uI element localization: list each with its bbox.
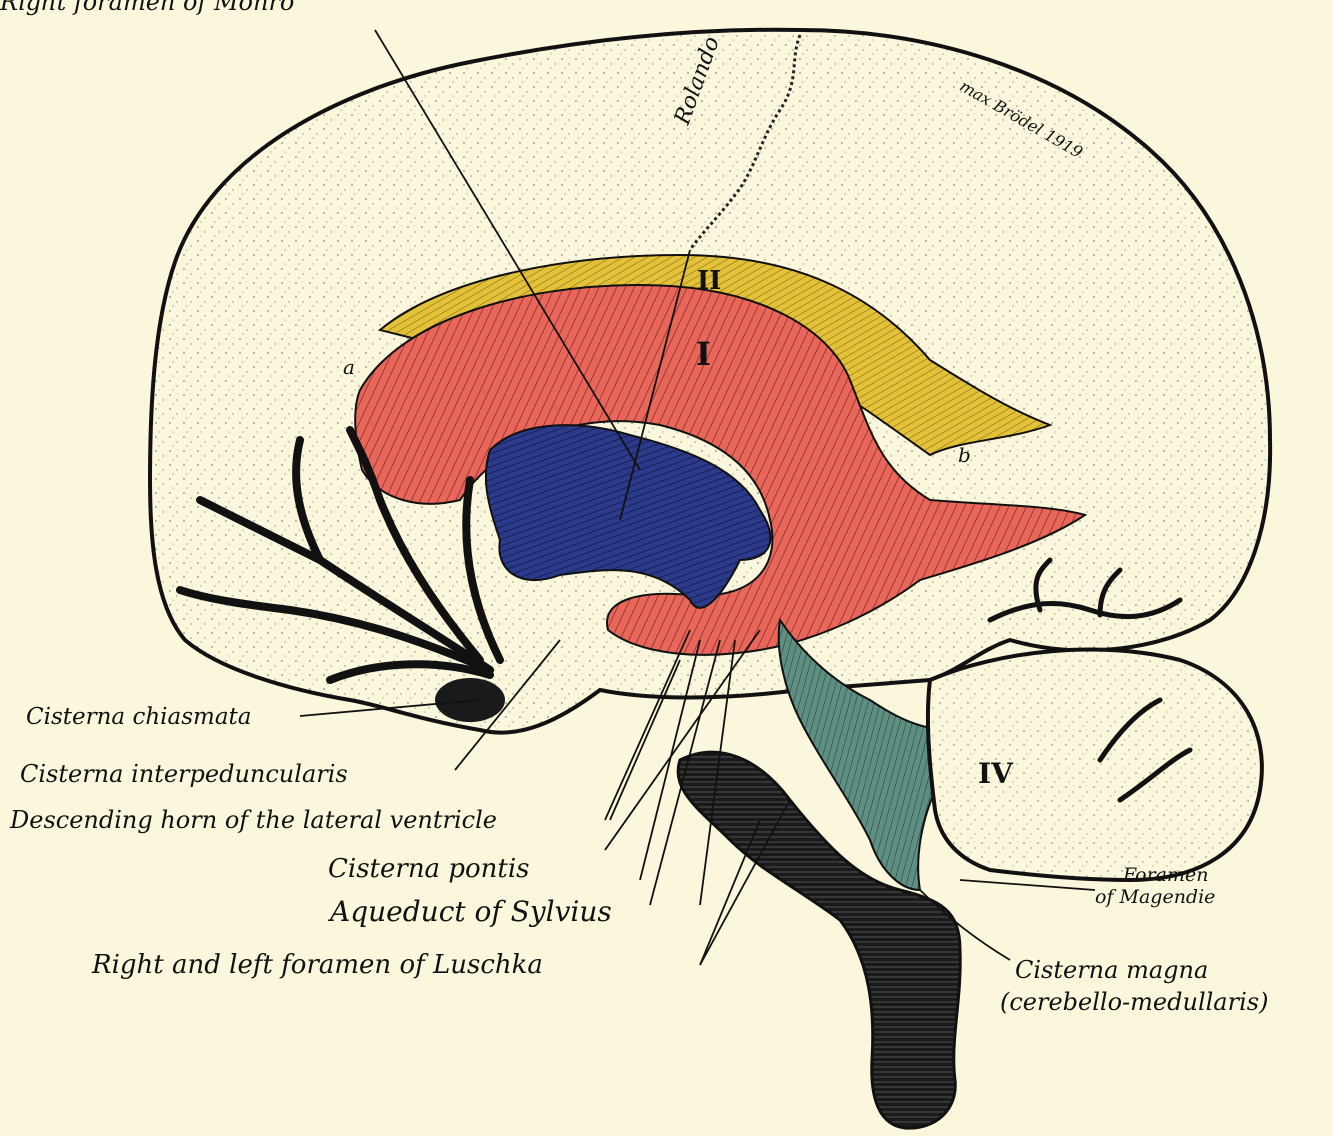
label-descending-horn: Descending horn of the lateral ventricle — [10, 808, 497, 832]
label-cisterna-interpeduncularis: Cisterna interpeduncularis — [20, 762, 348, 786]
label-magendie-1: Foramen — [1123, 866, 1209, 885]
label-letter-a: a — [343, 357, 355, 377]
label-aqueduct: Aqueduct of Sylvius — [330, 898, 612, 926]
label-luschka: Right and left foramen of Luschka — [92, 952, 543, 978]
label-roman-2: II — [697, 268, 721, 294]
label-roman-4: IV — [978, 760, 1013, 788]
label-magendie-2: of Magendie — [1095, 888, 1215, 907]
label-monro: Right foramen of Monro — [0, 0, 294, 14]
label-magna-1: Cisterna magna — [1015, 958, 1208, 982]
label-roman-1: I — [696, 338, 711, 370]
label-letter-b: b — [958, 445, 971, 465]
label-cisterna-chiasmata: Cisterna chiasmata — [26, 706, 252, 729]
label-cisterna-pontis: Cisterna pontis — [328, 856, 529, 882]
label-magna-2: (cerebello-medullaris) — [1000, 990, 1268, 1014]
